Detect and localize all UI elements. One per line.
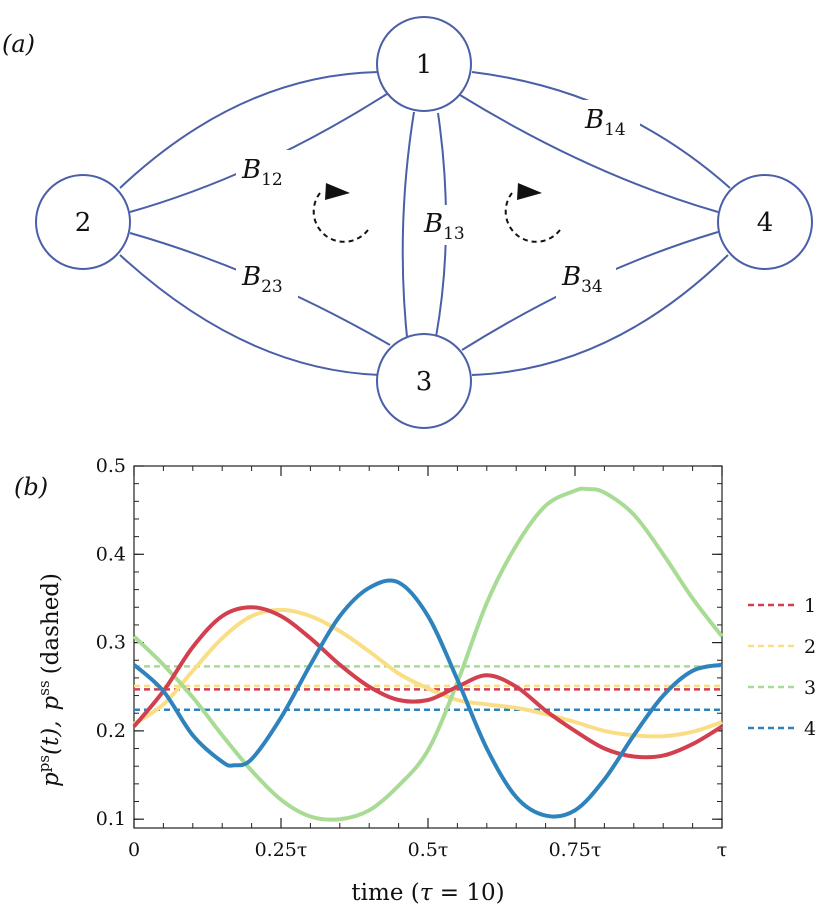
y-tick-label: 0.2 xyxy=(96,720,126,742)
edge-label-b23: B23 xyxy=(241,262,283,297)
panel-b-chart: (b) 0.1 0.2 0.3 0.4 0.5 0 0.25τ 0.5τ 0.75τ τ pps(… xyxy=(14,455,816,906)
series-line-3 xyxy=(132,486,724,822)
panel-a-network: (a) B12 B13 B14 B23 B34 xyxy=(2,16,813,429)
cycle-indicator-right xyxy=(504,183,561,243)
node-4: 4 xyxy=(717,174,813,270)
series-line-1 xyxy=(132,605,724,760)
node-1-label: 1 xyxy=(416,50,433,80)
plot-frame xyxy=(133,465,723,829)
legend-label-3: 3 xyxy=(804,677,816,699)
edge-4-to-1-inner xyxy=(459,94,719,213)
y-axis-label: pps(t),pss(dashed) xyxy=(35,573,64,787)
x-axis-label: time (τ = 10) xyxy=(351,880,504,906)
b34-bg xyxy=(556,258,616,298)
legend-label-2: 2 xyxy=(804,636,816,658)
node-3: 3 xyxy=(376,333,472,429)
y-tick-label: 0.5 xyxy=(96,455,126,477)
node-1: 1 xyxy=(376,16,472,112)
edge-label-b13: B13 xyxy=(423,209,465,244)
legend-label-1: 1 xyxy=(804,595,816,617)
edge-3-to-2-outer xyxy=(119,254,381,376)
node-3-label: 3 xyxy=(416,367,433,397)
x-tick-label: τ xyxy=(717,839,728,861)
node-2: 2 xyxy=(35,174,131,270)
b14-bg xyxy=(580,100,640,140)
edge-label-b34: B34 xyxy=(561,262,603,297)
node-2-label: 2 xyxy=(75,208,92,238)
b23-bg xyxy=(236,258,298,298)
edge-4-to-3-outer xyxy=(471,254,729,376)
x-tick-label: 0.75τ xyxy=(549,839,602,861)
y-tick-label: 0.3 xyxy=(96,632,126,654)
plot-area: 0.1 0.2 0.3 0.4 0.5 0 0.25τ 0.5τ 0.75τ τ xyxy=(96,455,727,861)
x-tick-label: 0 xyxy=(128,839,140,861)
y-tick-label: 0.4 xyxy=(96,543,126,565)
edge-2-to-1-outer xyxy=(119,71,379,189)
series-line-4 xyxy=(132,578,723,819)
b12-bg xyxy=(236,150,298,190)
panel-a-label: (a) xyxy=(2,30,35,58)
cycle-indicator-left xyxy=(312,183,369,243)
x-tick-label: 0.5τ xyxy=(408,839,449,861)
node-4-label: 4 xyxy=(757,208,774,238)
legend-label-4: 4 xyxy=(804,718,816,740)
panel-b-label: (b) xyxy=(14,473,48,501)
b13-bg xyxy=(418,205,478,245)
legend: 1 2 3 4 xyxy=(748,595,816,740)
edge-label-b12: B12 xyxy=(241,155,283,190)
series-line-2 xyxy=(132,607,723,739)
y-tick-label: 0.1 xyxy=(96,808,126,830)
edge-label-b14: B14 xyxy=(584,105,626,140)
x-tick-label: 0.25τ xyxy=(255,839,308,861)
edge-3-to-1 xyxy=(401,111,415,348)
